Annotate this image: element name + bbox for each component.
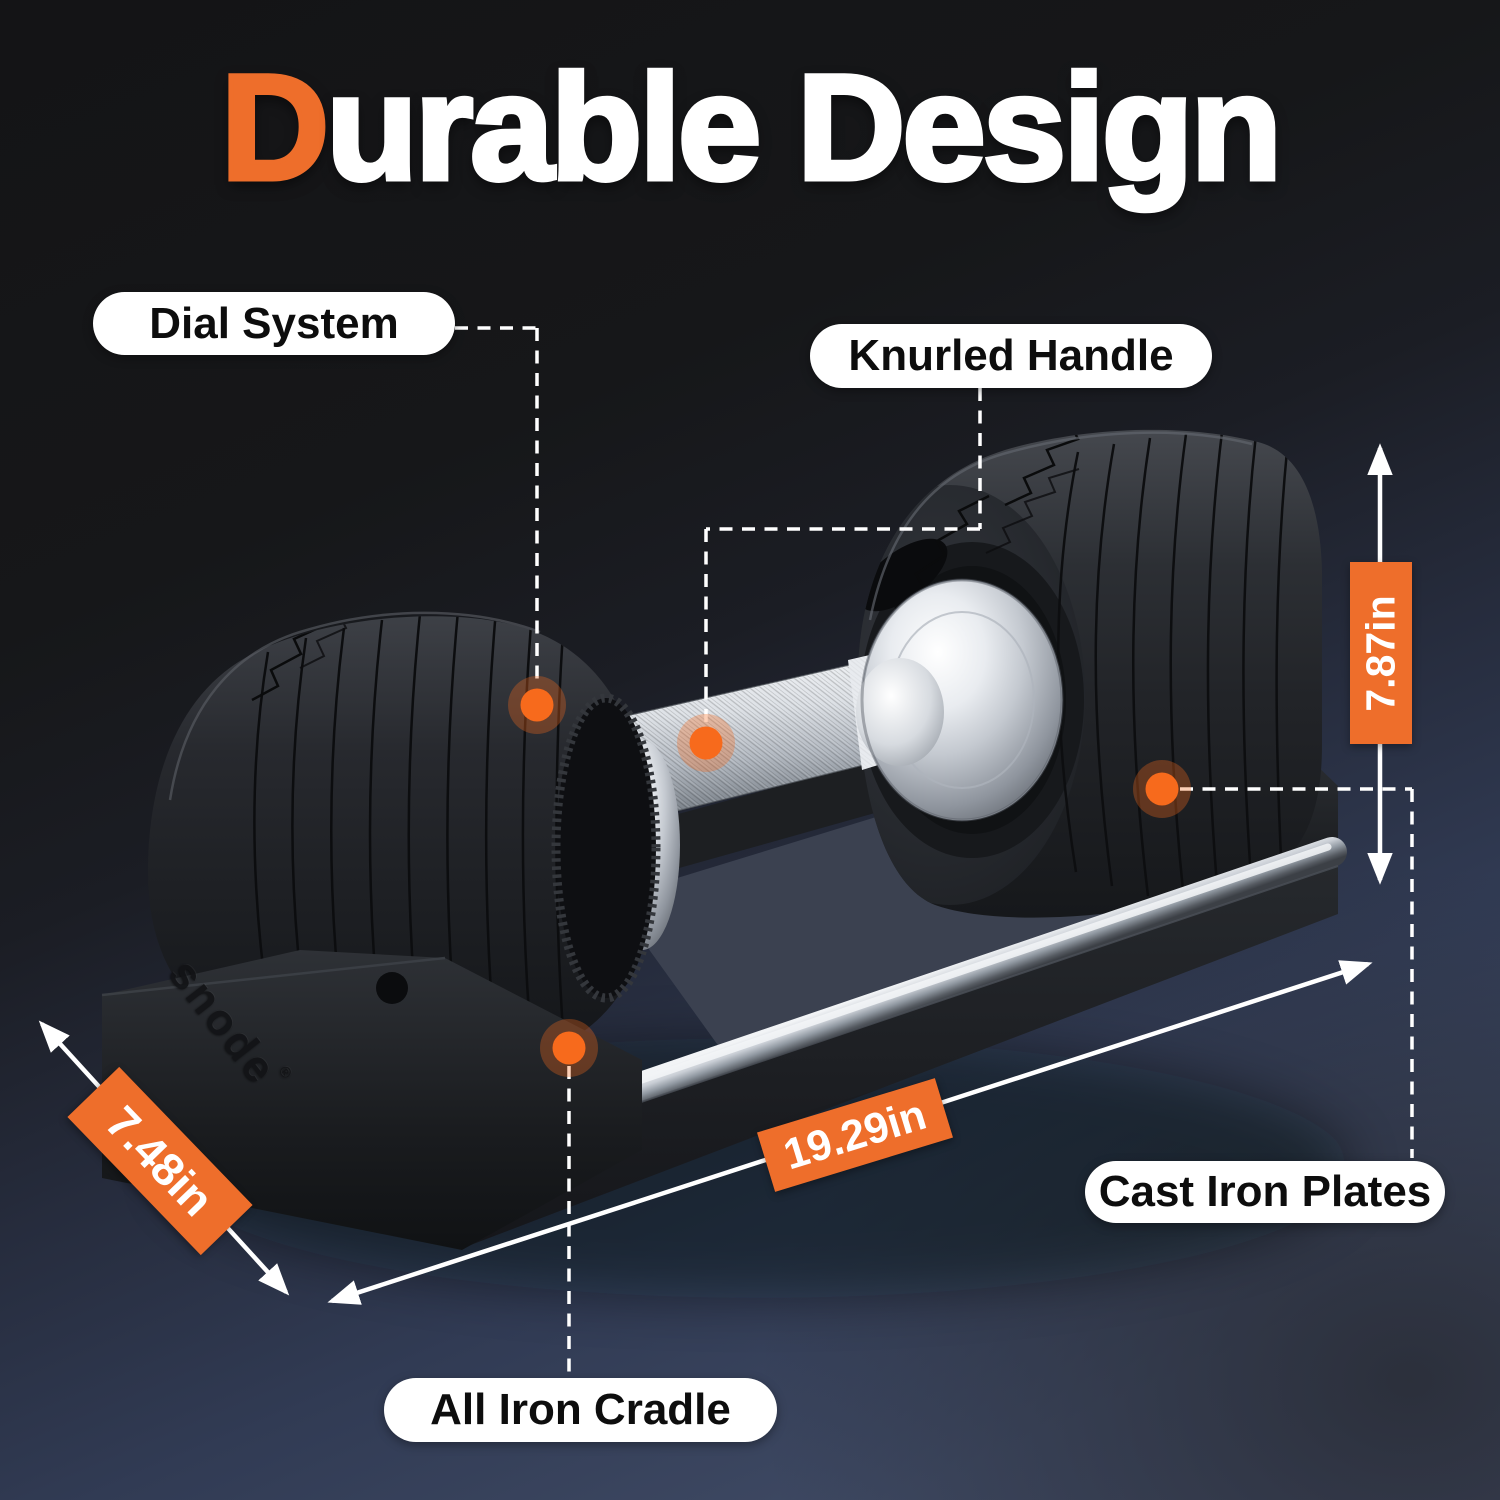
callout-pill-cast-iron-plates: Cast Iron Plates [1085, 1161, 1445, 1223]
dimension-value: 7.87in [1357, 594, 1404, 712]
indicator-dot-knurled-handle [677, 714, 735, 772]
page-title: Durable Design [0, 50, 1500, 205]
callout-pill-all-iron-cradle: All Iron Cradle [384, 1378, 777, 1442]
chrome-cone-cap [856, 578, 1064, 822]
indicator-dot-all-iron-cradle [540, 1019, 598, 1077]
callout-label: Dial System [149, 298, 399, 348]
dial-ring [551, 693, 661, 1003]
leader-knurled-handle [704, 388, 982, 724]
knurled-handle-part [625, 654, 888, 821]
indicator-dot-cast-iron-plates [1133, 760, 1191, 818]
dimension-tag-height: 7.87in [1350, 562, 1412, 744]
indicator-dot-dial-system [508, 676, 566, 734]
page-title-accent: D [218, 43, 331, 211]
pedestal-hole [376, 972, 408, 1004]
callout-label: Knurled Handle [848, 331, 1174, 380]
leader-cast-iron-plates [1180, 787, 1414, 1158]
callout-label: Cast Iron Plates [1098, 1167, 1432, 1216]
leader-dial-system [455, 326, 539, 688]
callout-pill-dial-system: Dial System [93, 292, 455, 355]
page-title-rest: urable Design [324, 43, 1285, 211]
callout-label: All Iron Cradle [430, 1385, 731, 1434]
callout-pill-knurled-handle: Knurled Handle [810, 324, 1212, 388]
